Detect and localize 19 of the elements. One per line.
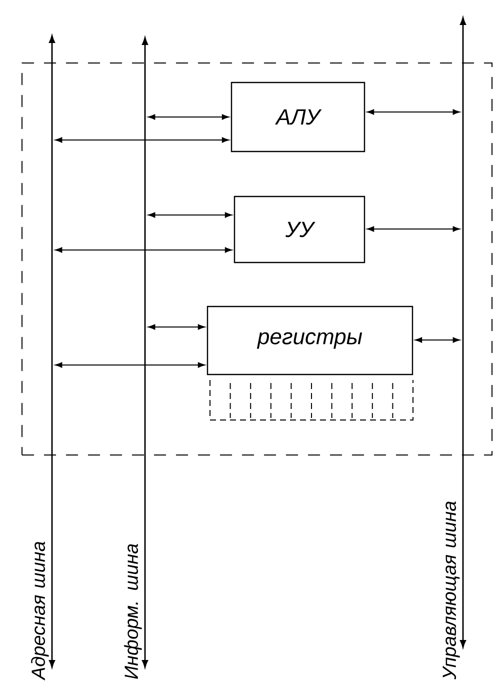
arrow [415, 337, 460, 343]
bus-line [142, 37, 148, 668]
unit-box: УУ [234, 196, 366, 264]
bus-label: Адресная шина [31, 542, 49, 680]
arrow [148, 212, 232, 218]
bus-label: Управляющая шина [442, 501, 460, 680]
bus-line [48, 35, 56, 668]
arrow [367, 109, 460, 115]
unit-box: регистры [206, 306, 414, 376]
arrow [55, 247, 232, 253]
bus-label: Информ. шина [124, 544, 142, 679]
unit-box: АЛУ [230, 82, 366, 152]
arrow [55, 362, 205, 368]
dashed-frame [22, 62, 492, 456]
arrow [367, 226, 460, 232]
arrow [148, 114, 229, 120]
arrow [148, 324, 205, 330]
arrow [55, 137, 229, 143]
bus-line [460, 17, 466, 648]
